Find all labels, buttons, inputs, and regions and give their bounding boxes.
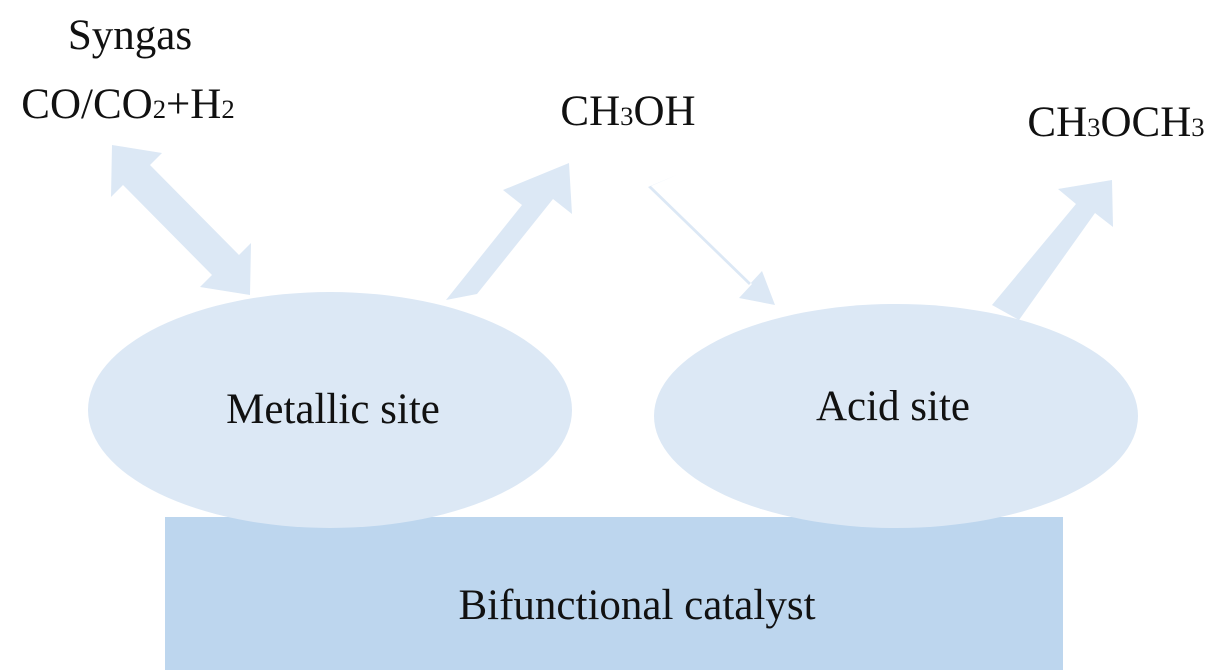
acid-to-dme-arrow — [992, 180, 1113, 320]
syngas-label: Syngas — [67, 12, 193, 59]
dimethyl-ether-label: CH3OCH3 — [1027, 101, 1204, 144]
dme-sub-2: 3 — [1191, 112, 1205, 142]
dme-sub-1: 3 — [1087, 112, 1101, 142]
catalyst-block — [165, 517, 1063, 670]
methanol-part-2: OH — [633, 88, 696, 135]
dme-part-2: OCH — [1100, 99, 1192, 146]
acid-site-ellipse — [654, 304, 1138, 528]
methanol-part-1: CH — [560, 88, 621, 135]
methanol-sub: 3 — [620, 101, 634, 131]
syngas-double-arrow — [111, 145, 251, 295]
syngas-formula-sub-1: 2 — [152, 94, 167, 124]
methanol-label: CH3OH — [560, 90, 695, 133]
acid-site-label: Acid site — [815, 383, 971, 430]
metallic-site-ellipse — [88, 292, 572, 528]
methanol-to-acid-arrow — [648, 174, 775, 305]
catalyst-label: Bifunctional catalyst — [458, 582, 816, 629]
dme-part-1: CH — [1027, 99, 1088, 146]
syngas-formula-part-1: CO/CO — [21, 81, 153, 128]
metallic-to-methanol-arrow — [446, 163, 572, 300]
syngas-formula-sub-2: 2 — [221, 94, 235, 124]
metallic-site-label: Metallic site — [226, 386, 440, 433]
syngas-formula-part-2: +H — [166, 81, 222, 128]
syngas-formula-label: CO/CO2+H2 — [21, 83, 234, 126]
